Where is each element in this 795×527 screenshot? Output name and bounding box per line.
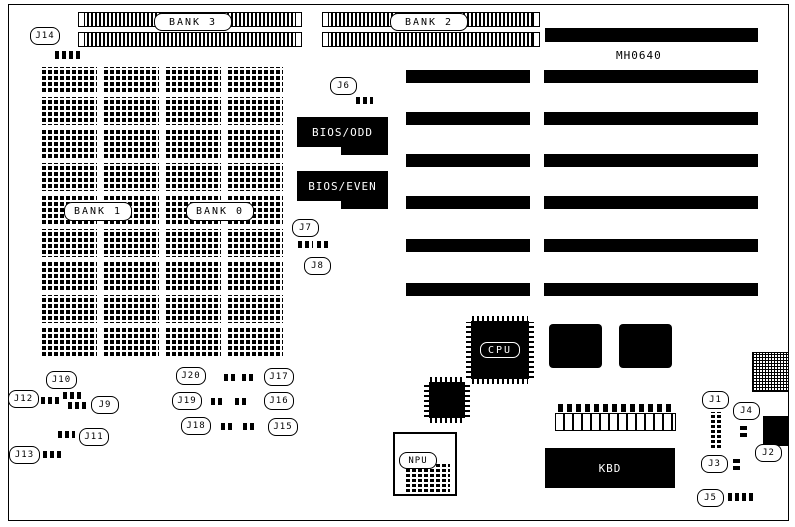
jumper-pins-j10 xyxy=(63,392,84,399)
isa-slot-4-right xyxy=(544,196,758,209)
jumper-pins-j17 xyxy=(242,374,255,381)
jumper-label-j19: J19 xyxy=(172,392,202,410)
bank2-socket-lower xyxy=(322,32,540,47)
isa-slot-5-right xyxy=(544,239,758,252)
jumper-pins-j11 xyxy=(58,431,75,438)
isa-slot-5-left xyxy=(406,239,530,252)
qfp-pins-left xyxy=(424,383,429,417)
jumper-label-j6: J6 xyxy=(330,77,357,95)
jumper-pins-j3 xyxy=(733,458,740,470)
qfp-pins-bottom xyxy=(430,418,464,423)
qfp-pins-right xyxy=(465,383,470,417)
jumper-label-j14: J14 xyxy=(30,27,60,45)
jumper-label-j5: J5 xyxy=(697,489,724,507)
jumper-pins-j18 xyxy=(221,423,234,430)
jumper-pins-j14 xyxy=(55,51,81,59)
support-chip-1 xyxy=(549,324,602,368)
bios-even-chip-tab xyxy=(341,201,388,209)
npu-socket xyxy=(393,432,457,496)
bank1-label: BANK 1 xyxy=(64,202,132,221)
jumper-label-j8: J8 xyxy=(304,257,331,275)
kbd-chip: KBD xyxy=(545,448,675,488)
jumper-pins-j5 xyxy=(728,493,754,501)
jumper-pins-j9 xyxy=(68,402,86,409)
isa-slot-2-left xyxy=(406,112,530,125)
bios-even-chip: BIOS/EVEN xyxy=(297,171,388,201)
isa-slot-6-right xyxy=(544,283,758,296)
isa-slot-3-right xyxy=(544,154,758,167)
cpu-chip: CPU xyxy=(466,316,534,384)
jumper-label-j11: J11 xyxy=(79,428,109,446)
jumper-label-j12: J12 xyxy=(8,390,39,408)
jumper-label-j7: J7 xyxy=(292,219,319,237)
jumper-pins-j1 xyxy=(711,412,723,448)
cpu-pins-top xyxy=(472,316,528,321)
bank0-label: BANK 0 xyxy=(186,202,254,221)
cpu-pins-left xyxy=(466,322,471,378)
jumper-pins-j4 xyxy=(740,423,747,437)
npu-label: NPU xyxy=(399,452,437,469)
bios-odd-chip: BIOS/ODD xyxy=(297,117,388,147)
jumper-label-j4: J4 xyxy=(733,402,760,420)
isa-slot-4-left xyxy=(406,196,530,209)
kbd-header-pins xyxy=(558,404,674,412)
board-outline xyxy=(8,4,789,521)
jumper-label-j3: J3 xyxy=(701,455,728,473)
kbd-header-body xyxy=(555,413,676,431)
bank3-socket-lower xyxy=(78,32,302,47)
jumper-pins-j7-a xyxy=(298,241,313,248)
isa-slot-0-right xyxy=(545,28,758,42)
qfp-chip-body xyxy=(429,382,465,418)
board-model-text: MH0640 xyxy=(616,49,662,62)
jumper-label-j20: J20 xyxy=(176,367,206,385)
jumper-label-j17: J17 xyxy=(264,368,294,386)
jumper-label-j16: J16 xyxy=(264,392,294,410)
qfp-chip xyxy=(424,377,470,423)
jumper-label-j1: J1 xyxy=(702,391,729,409)
isa-slot-6-left xyxy=(406,283,530,296)
keyboard-connector xyxy=(763,416,788,446)
jumper-label-j2: J2 xyxy=(755,444,782,462)
bank3-label: BANK 3 xyxy=(154,13,232,31)
cpu-pins-bottom xyxy=(472,379,528,384)
jumper-pins-j20 xyxy=(224,374,237,381)
hatched-component xyxy=(752,352,789,392)
isa-slot-3-left xyxy=(406,154,530,167)
jumper-label-j10: J10 xyxy=(46,371,77,389)
support-chip-2 xyxy=(619,324,672,368)
isa-slot-1-left xyxy=(406,70,530,83)
jumper-pins-j12 xyxy=(41,397,59,404)
isa-slot-2-right xyxy=(544,112,758,125)
bios-odd-chip-tab xyxy=(341,147,388,155)
jumper-label-j9: J9 xyxy=(91,396,119,414)
jumper-label-j13: J13 xyxy=(9,446,40,464)
isa-slot-1-right xyxy=(544,70,758,83)
jumper-pins-j6 xyxy=(356,97,373,104)
qfp-pins-top xyxy=(430,377,464,382)
jumper-pins-j7-b xyxy=(317,241,329,248)
jumper-label-j18: J18 xyxy=(181,417,211,435)
jumper-pins-j13 xyxy=(43,451,63,458)
bank2-label: BANK 2 xyxy=(390,13,468,31)
cpu-label: CPU xyxy=(480,342,520,358)
jumper-label-j15: J15 xyxy=(268,418,298,436)
jumper-pins-j15 xyxy=(243,423,256,430)
cpu-pins-right xyxy=(529,322,534,378)
jumper-pins-j19 xyxy=(211,398,224,405)
jumper-pins-j16 xyxy=(235,398,248,405)
